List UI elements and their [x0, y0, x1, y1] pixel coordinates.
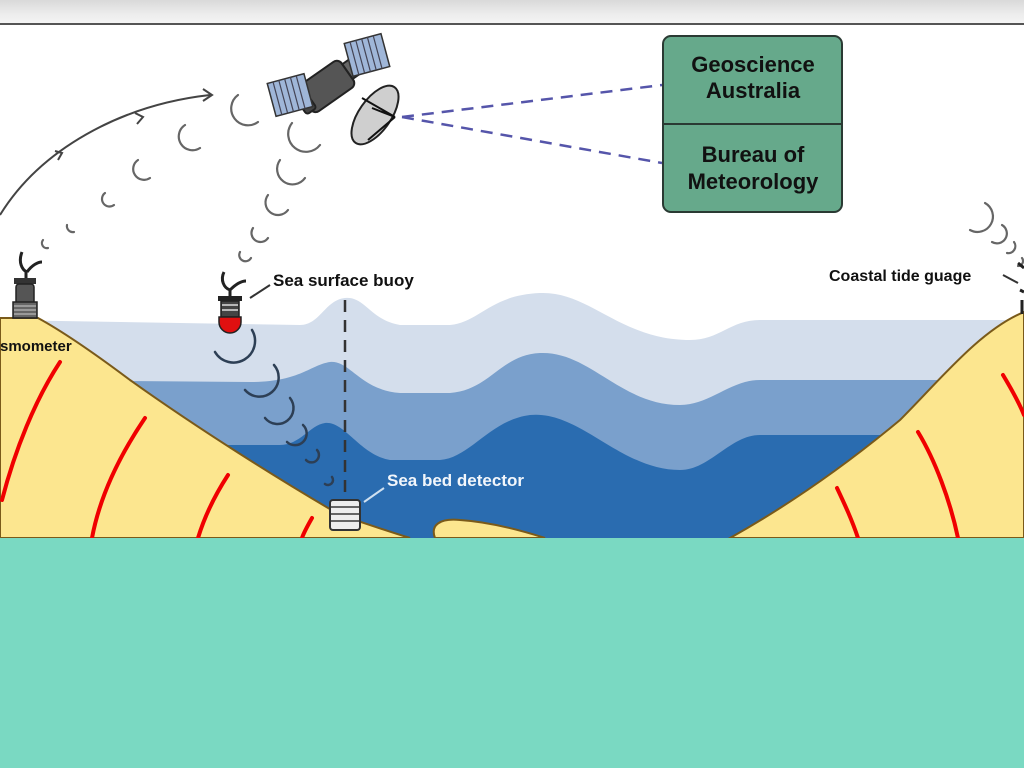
seismic-wave-arc	[196, 473, 230, 538]
signal-arc	[276, 158, 307, 186]
seismic-wave-arc	[90, 416, 147, 538]
seabed-label: Sea bed detector	[387, 471, 524, 490]
signal-arc	[40, 238, 50, 250]
seismometer-signal-arrow	[0, 94, 211, 216]
agency-bom-line2: Meteorology	[688, 169, 820, 194]
signal-arc	[132, 158, 152, 181]
signal-arc	[968, 201, 995, 233]
signal-arc	[65, 223, 76, 234]
signal-arc	[1016, 256, 1024, 268]
seismic-wave-arc	[835, 486, 860, 538]
signal-arc	[264, 193, 290, 217]
seismometer-icon	[12, 251, 43, 319]
seismic-wave-arc	[1001, 373, 1024, 417]
link-to-bom	[401, 115, 663, 165]
buoy-icon	[218, 271, 247, 334]
solar-panel-icon	[266, 72, 314, 118]
bottom-panel	[0, 538, 1024, 768]
dish-antenna-icon	[350, 84, 400, 146]
agency-geoscience-line1: Geoscience	[691, 52, 815, 77]
signal-arc	[990, 223, 1008, 245]
tide-leader-line	[1002, 274, 1019, 284]
tide-gauge-icon	[1017, 261, 1024, 314]
left-landmass	[0, 317, 411, 538]
arrowhead-icon	[134, 112, 145, 125]
seismic-wave-arc	[916, 430, 960, 538]
right-landmass	[727, 310, 1024, 538]
seismic-wave-arc	[300, 516, 314, 538]
tide-gauge-label: Coastal tide guage	[829, 268, 971, 285]
signal-arc	[238, 250, 253, 263]
signal-arc	[250, 226, 270, 244]
buoy-leader-line	[249, 284, 271, 299]
signal-arc	[177, 123, 202, 152]
arrowhead-icon	[54, 150, 64, 161]
signal-arc	[243, 363, 280, 398]
top-toolbar	[0, 0, 1024, 25]
seismic-waves	[0, 360, 1024, 538]
link-to-geoscience	[401, 83, 663, 119]
seismic-wave-arc	[0, 360, 62, 502]
satellite-agency-links	[401, 83, 663, 165]
signal-arc	[213, 328, 257, 364]
signal-arc	[287, 121, 322, 153]
signal-arc	[1005, 240, 1017, 255]
signal-arc	[304, 448, 321, 464]
signal-arc	[100, 191, 116, 208]
solar-panel-icon	[343, 32, 391, 78]
seabed-detector-icon	[329, 499, 361, 531]
seismometer-label: smometer	[0, 338, 72, 355]
agency-geoscience-line2: Australia	[706, 78, 801, 103]
signal-arc	[285, 423, 308, 447]
seabed-ridge	[432, 518, 546, 538]
underwater-signal-arcs	[213, 328, 335, 487]
agency-bom-line1: Bureau of	[702, 142, 805, 167]
seabed-leader-line	[363, 487, 385, 503]
signal-arc	[263, 396, 295, 426]
satellite-icon	[266, 32, 400, 146]
arrowhead-icon	[202, 88, 214, 102]
buoy-label: Sea surface buoy	[273, 271, 414, 290]
signal-arc	[230, 93, 260, 127]
tsunami-warning-diagram: Geoscience Australia Bureau of Meteorolo…	[0, 32, 1024, 538]
signal-arc	[323, 475, 335, 487]
signal-arcs	[40, 93, 1024, 268]
agency-box: Geoscience Australia Bureau of Meteorolo…	[662, 35, 843, 213]
